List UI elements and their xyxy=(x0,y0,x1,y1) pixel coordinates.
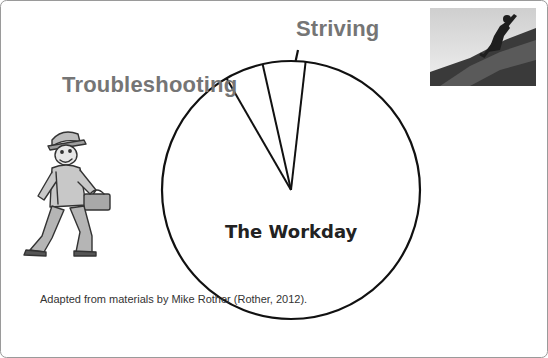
pie-circle: The Workday xyxy=(160,59,422,321)
wedge-label: Troubleshooting xyxy=(62,72,237,98)
wedge-label: Striving xyxy=(296,16,380,42)
climber-photo xyxy=(430,8,536,86)
pie-circle-outline xyxy=(162,61,420,319)
caption: Adapted from materials by Mike Rother (R… xyxy=(40,293,307,305)
mechanic-figure xyxy=(24,132,110,256)
pie-title: The Workday xyxy=(225,221,357,242)
pie-outline xyxy=(160,59,422,321)
pie-wedge-line xyxy=(291,62,306,190)
pie-wedge-line xyxy=(263,64,291,190)
